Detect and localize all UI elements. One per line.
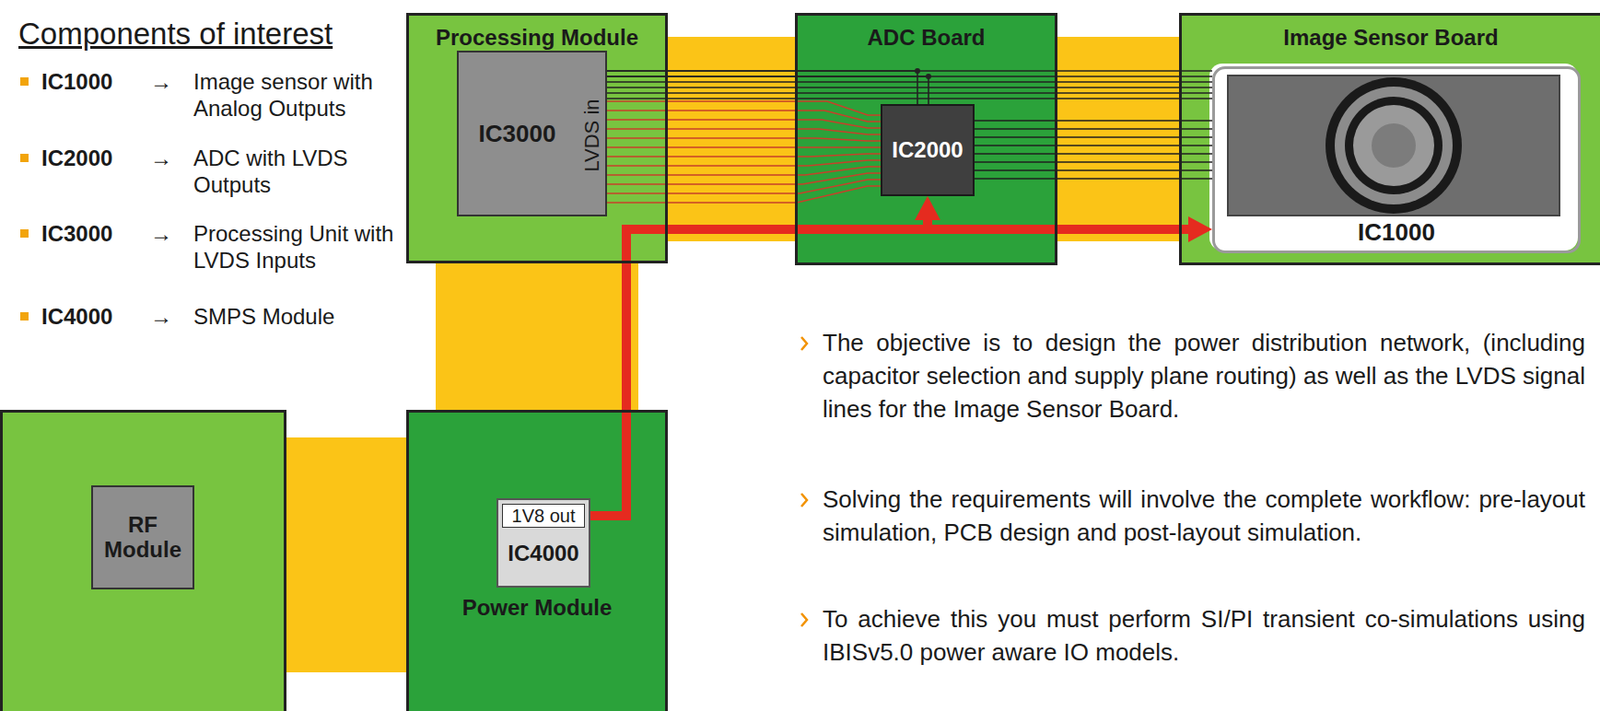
heading: Components of interest — [18, 16, 333, 52]
connector-line — [607, 160, 881, 166]
arrow-symbol: → — [150, 69, 173, 95]
smps-chip: 1V8 outIC4000 — [496, 498, 591, 588]
bullet-chevron — [801, 493, 807, 507]
part-name: IC4000 — [41, 303, 113, 330]
lens-ring — [1344, 96, 1443, 195]
lens-ring — [1325, 77, 1462, 214]
signal-bus — [607, 70, 1213, 99]
bullet-chevron — [801, 613, 807, 627]
connector-line — [607, 97, 1213, 100]
arrow-symbol: → — [150, 145, 173, 172]
flex-ribbon — [435, 261, 639, 412]
bullet-chevron — [801, 337, 807, 351]
arrow-symbol: → — [150, 221, 173, 247]
connector-line — [607, 179, 881, 194]
processor-chip: IC3000 LVDS in — [456, 50, 608, 217]
bullet-square — [20, 229, 29, 238]
pcb-board: ADC BoardIC2000 — [794, 12, 1058, 266]
sensor-package — [1209, 63, 1578, 251]
board-fills — [1, 12, 1600, 711]
pcb-board: Power Module 1V8 outIC4000 — [406, 409, 668, 711]
sensor-die — [1227, 75, 1560, 216]
pcb-board: Image Sensor BoardIC1000 — [1179, 12, 1600, 266]
connector-line — [607, 166, 881, 176]
node-text: IC4000 — [507, 540, 579, 567]
connector-line — [607, 153, 881, 157]
part-name: IC1000 — [41, 69, 113, 95]
connector-line — [974, 152, 1213, 155]
part-description: SMPS Module — [193, 303, 397, 331]
rf-board — [1, 411, 286, 711]
node-title: IC1000 — [1357, 218, 1436, 247]
rf-chip: RF Module — [91, 485, 195, 590]
connector-line — [974, 136, 1213, 139]
connector-line — [974, 177, 1213, 180]
signal-bus — [607, 101, 881, 203]
connector-line — [974, 128, 1213, 130]
part-name: IC2000 — [41, 145, 113, 172]
junction-dot — [925, 73, 932, 80]
node-title: Image Sensor Board — [1181, 24, 1600, 51]
node-text: LVDS in — [580, 98, 605, 172]
flex-ribbon — [283, 437, 409, 673]
lens-ring — [1353, 105, 1435, 187]
connector-line — [607, 138, 881, 141]
node-title: RF Module — [97, 512, 188, 563]
node-title: ADC Board — [797, 24, 1055, 51]
note-text: To achieve this you must perform SI/PI t… — [822, 603, 1586, 670]
connector-line — [607, 146, 881, 149]
connector-line — [607, 186, 881, 203]
part-description: Processing Unit with LVDS Inputs — [193, 221, 397, 275]
flex-ribbon — [665, 36, 797, 242]
bullet-marks — [20, 77, 807, 627]
note-text: The objective is to design the power dis… — [822, 327, 1586, 427]
junction-dot — [914, 68, 921, 74]
connector-line — [974, 119, 1213, 122]
connector-line — [607, 86, 1213, 89]
bullet-square — [20, 312, 29, 321]
bullet-square — [20, 77, 29, 86]
connector-line — [607, 92, 1213, 94]
connector-line — [974, 161, 1213, 164]
connector-line — [974, 169, 1213, 172]
adc-chip: IC2000 — [880, 104, 975, 197]
node-title: IC2000 — [891, 137, 963, 164]
connector-line — [607, 119, 881, 129]
arrow-symbol: → — [150, 303, 173, 330]
signal-bus — [607, 68, 932, 105]
bullet-square — [20, 153, 29, 163]
pcb-board: Processing ModuleIC3000 LVDS in — [406, 12, 668, 264]
node-title: 1V8 out — [502, 503, 585, 528]
signal-bus — [974, 120, 1213, 179]
part-description: Image sensor with Analog Outputs — [193, 69, 397, 123]
connector-line — [607, 173, 881, 185]
connector-line — [607, 101, 881, 116]
connector-line — [607, 128, 881, 135]
part-name: IC3000 — [41, 221, 113, 247]
node-title: Processing Module — [408, 24, 666, 51]
connector-line — [607, 76, 929, 105]
lens-ring — [1334, 86, 1453, 205]
flex-ribbon — [1055, 36, 1181, 242]
image-sensor-illustration — [1209, 63, 1578, 251]
image-sensor: IC1000 — [1212, 66, 1581, 254]
connector-line — [607, 81, 1213, 83]
note-text: Solving the requirements will involve th… — [822, 483, 1586, 550]
part-description: ADC with LVDS Outputs — [193, 145, 397, 199]
node-title: IC3000 — [478, 119, 557, 149]
lens-center — [1371, 123, 1416, 168]
connector-line — [974, 144, 1213, 147]
node-title: Power Module — [408, 595, 666, 621]
board-fill — [1179, 12, 1600, 266]
